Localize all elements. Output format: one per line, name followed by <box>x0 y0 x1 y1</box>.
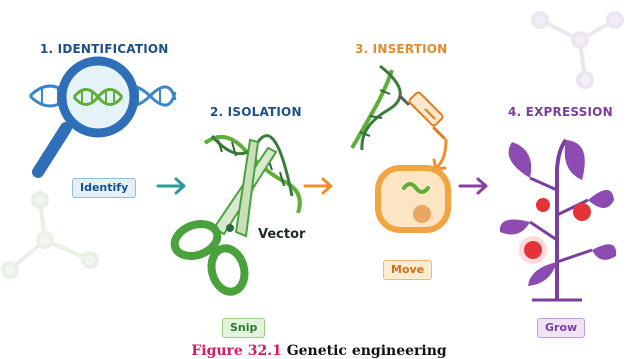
cell-icon <box>378 168 448 230</box>
plant-icon <box>500 140 616 300</box>
insertion-arrow-icon <box>434 140 446 169</box>
vector-label: Vector <box>258 227 305 242</box>
step-3-title: 3. INSERTION <box>355 42 447 56</box>
grow-label: Grow <box>537 318 585 338</box>
background-molecule-bottom-left <box>3 193 97 277</box>
step-1-title: 1. IDENTIFICATION <box>40 42 169 56</box>
snip-label: Snip <box>222 318 265 338</box>
identify-label: Identify <box>72 178 136 198</box>
magnifying-glass-icon <box>38 61 134 172</box>
arrow-orange-icon <box>305 179 331 193</box>
background-molecule-top-right <box>533 13 622 87</box>
arrow-teal-icon <box>158 179 184 193</box>
figure-title: Genetic engineering <box>287 343 447 359</box>
inserted-dna-icon <box>352 66 400 150</box>
figure-caption: Figure 32.1 Genetic engineering <box>0 343 638 359</box>
scissors-icon <box>170 140 276 295</box>
move-label: Move <box>383 260 432 280</box>
figure-number: Figure 32.1 <box>191 343 281 359</box>
arrow-purple-icon <box>460 179 486 193</box>
step-4-title: 4. EXPRESSION <box>508 105 613 119</box>
step-2-title: 2. ISOLATION <box>210 105 302 119</box>
syringe-icon <box>400 91 444 138</box>
